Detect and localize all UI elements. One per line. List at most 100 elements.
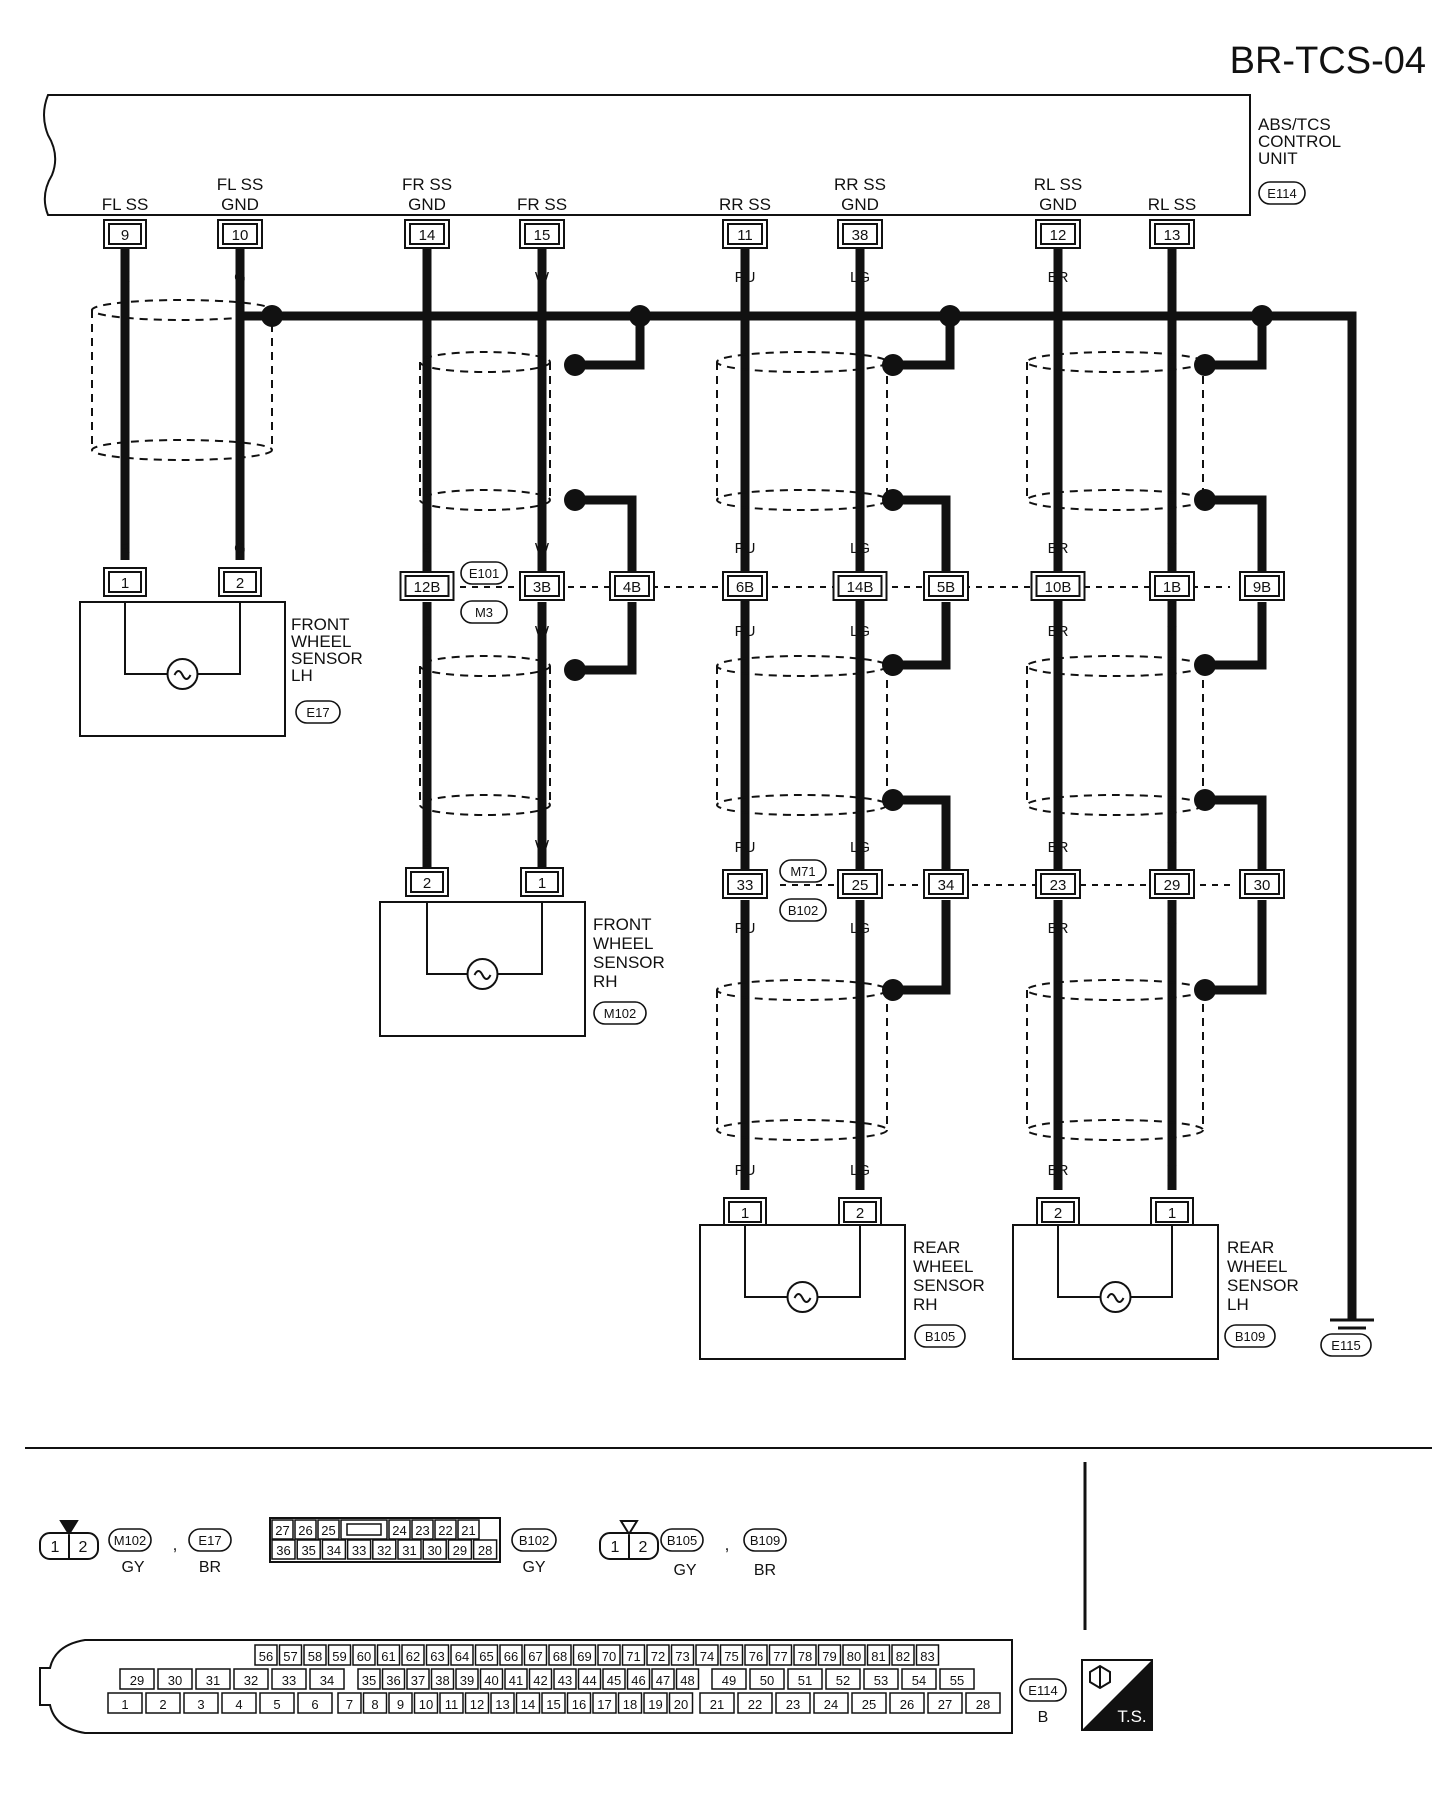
control-unit-connector-label: E114	[1267, 186, 1296, 201]
connector-pin-label: 51	[798, 1673, 812, 1688]
connector-cavity	[303, 1644, 327, 1666]
legend-connector-id	[108, 1528, 152, 1552]
connector-pin-label: 53	[874, 1673, 888, 1688]
ts-badge	[1082, 1660, 1152, 1730]
shield-drain	[1205, 795, 1267, 870]
wire-color-label: B	[422, 837, 432, 854]
legend-connector-id	[1019, 1678, 1067, 1702]
connector-cavity	[472, 1539, 498, 1560]
sensor-connector-label: B109	[1235, 1329, 1265, 1344]
terminal-label: GND	[1039, 195, 1077, 214]
wire-color-label: Y	[1167, 920, 1177, 937]
connector-pin-label: 12	[470, 1697, 484, 1712]
ground-connector-label: E115	[1331, 1338, 1360, 1353]
wire-color-label: G	[234, 540, 246, 557]
connector-pin-label: 4	[235, 1697, 242, 1712]
connector-pin-label: 82	[896, 1649, 910, 1664]
connector-pin-label: 70	[602, 1649, 616, 1664]
joint-pin-label: 30	[1254, 877, 1271, 894]
sensor-pin-label: 2	[423, 875, 431, 892]
connector-pin-label: 69	[577, 1649, 591, 1664]
wire-color-label: BR	[1048, 839, 1069, 856]
connector-pin-label: 18	[623, 1697, 637, 1712]
connector-cavity	[626, 1668, 651, 1690]
connector-pin-label: 1	[611, 1539, 620, 1556]
terminal-pin-label: 11	[737, 227, 753, 244]
connector-cavity	[793, 1644, 817, 1666]
sensor-pin	[1041, 1201, 1075, 1223]
connector-pin-label: 28	[976, 1697, 990, 1712]
sensor-pin	[1155, 1201, 1189, 1223]
joint-pin	[842, 873, 878, 895]
connector-pin-label: 30	[427, 1543, 441, 1558]
connector-cavity	[719, 1644, 744, 1666]
connector-cavity	[499, 1644, 523, 1666]
shield-drain	[1205, 602, 1267, 670]
shield-bottom	[1026, 794, 1204, 816]
connector-cavity	[259, 1692, 295, 1714]
connector-pin-label: 13	[495, 1697, 509, 1712]
joint-pin	[1154, 873, 1190, 895]
connector-cavity	[450, 1644, 474, 1666]
joint-pin	[1154, 575, 1190, 597]
sensor-pin	[108, 571, 142, 593]
connector-cavity	[183, 1692, 219, 1714]
sensor-connector	[914, 1324, 966, 1348]
legend-color: GY	[673, 1562, 696, 1579]
connector-cavity	[787, 1668, 823, 1690]
connector-pin-label: 45	[607, 1673, 621, 1688]
connector-cavity	[768, 1644, 793, 1666]
connector-key-icon	[59, 1520, 79, 1536]
sensor-pin-label: 1	[121, 575, 129, 592]
joint-pin	[1244, 575, 1280, 597]
shield-drain	[1205, 900, 1267, 995]
connector-pin-label: 25	[321, 1523, 335, 1538]
sensor-label: WHEEL	[913, 1257, 973, 1276]
connector-pin-label: 14	[521, 1697, 535, 1712]
connector-pin-label: 29	[453, 1543, 467, 1558]
connector-pin-label: 33	[352, 1543, 366, 1558]
joint-pin-label: 25	[852, 877, 869, 894]
connector-cavity	[434, 1519, 457, 1540]
joint-pin	[524, 575, 560, 597]
connector-cavity	[577, 1668, 602, 1690]
connector-cavity	[813, 1692, 849, 1714]
connector-pin-label: 23	[786, 1697, 800, 1712]
connector-cavity	[411, 1519, 434, 1540]
connector-pin-label: 58	[308, 1649, 322, 1664]
connector-pin-label: 16	[572, 1697, 586, 1712]
terminal-pin-label: 14	[419, 227, 436, 244]
connector-cavity	[107, 1692, 143, 1714]
connector-cavity	[744, 1644, 768, 1666]
sensor-label: FRONT	[593, 915, 652, 934]
terminal-pin	[1040, 223, 1076, 245]
wire-color-label: BR	[1048, 920, 1069, 937]
connector-cavity	[651, 1668, 675, 1690]
cable-shield	[419, 655, 551, 816]
connector-pin-label: 73	[675, 1649, 689, 1664]
connector-pin-label: 48	[680, 1673, 694, 1688]
connector-cavity	[553, 1668, 577, 1690]
joint-pin	[837, 575, 883, 597]
terminal-label: RR SS	[834, 175, 886, 194]
sensor-label: WHEEL	[593, 934, 653, 953]
connector-pin-label: 24	[392, 1523, 406, 1538]
connector-pin-label: 25	[862, 1697, 876, 1712]
connector-pin-label: 28	[478, 1543, 492, 1558]
cable-shield	[1026, 351, 1204, 511]
sensor-pin	[843, 1201, 877, 1223]
connector-pin-label: 23	[415, 1523, 429, 1538]
connector-pin-label: 39	[460, 1673, 474, 1688]
connector-pin-label: 42	[533, 1673, 547, 1688]
connector-cavity	[422, 1539, 447, 1560]
sensor-label: LH	[1227, 1295, 1249, 1314]
shield-drain	[575, 495, 637, 572]
shield-top	[419, 655, 551, 677]
shield-top	[419, 351, 551, 373]
shield-drain	[893, 316, 955, 370]
sensor-label: REAR	[1227, 1238, 1274, 1257]
sensor-connector	[295, 700, 341, 724]
connector-pin-label: 78	[798, 1649, 812, 1664]
page-title: BR-TCS-04	[1229, 40, 1426, 82]
connector-cavity	[851, 1692, 887, 1714]
